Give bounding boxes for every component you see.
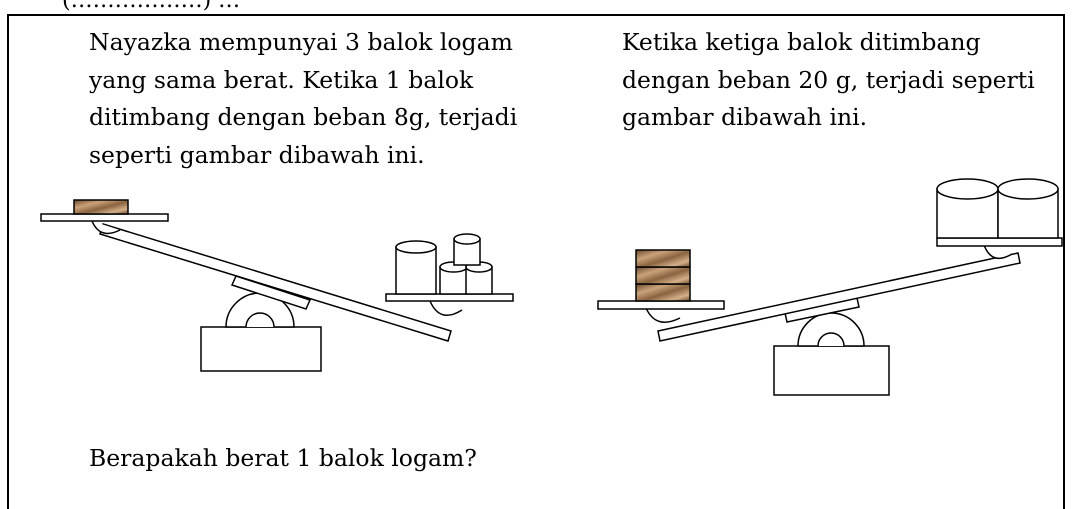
scale-right [597, 178, 1063, 396]
question-text: Berapakah berat 1 balok logam? [89, 444, 477, 472]
top-partial-text: (………………) … [55, 0, 241, 13]
scale-base [200, 292, 322, 372]
metal-blocks [635, 249, 691, 302]
cylinder-weight [936, 178, 999, 239]
scale-pivot [230, 275, 312, 310]
metal-block [635, 283, 691, 302]
scale-pan-right [936, 237, 1063, 247]
scale-pan-left [597, 300, 725, 310]
pan-support [983, 244, 1013, 260]
cylinder-weights [936, 178, 1059, 239]
cylinder-weight [395, 240, 437, 295]
problem-paragraph-right: Ketika ketiga balok ditimbang dengan beb… [622, 28, 1035, 131]
cylinder-weight [997, 178, 1059, 239]
pan-support [91, 220, 121, 235]
problem-frame: (………………) … [7, 0, 1065, 509]
cylinder-weight [453, 233, 481, 266]
pan-support [645, 307, 681, 323]
cylinder-weights [395, 233, 493, 295]
problem-paragraph-left: Nayazka mempunyai 3 balok logam yang sam… [89, 28, 518, 169]
scale-pan-left [40, 213, 169, 222]
pan-support [429, 300, 463, 317]
scale-base [773, 312, 890, 396]
scale-beam [657, 252, 1021, 342]
cylinder-weight [465, 261, 493, 295]
metal-block [635, 266, 691, 285]
cylinder-weight [439, 261, 468, 295]
metal-block [73, 199, 129, 215]
scale-pan-right [385, 293, 514, 302]
metal-block [635, 249, 691, 268]
scale-left [40, 199, 514, 372]
